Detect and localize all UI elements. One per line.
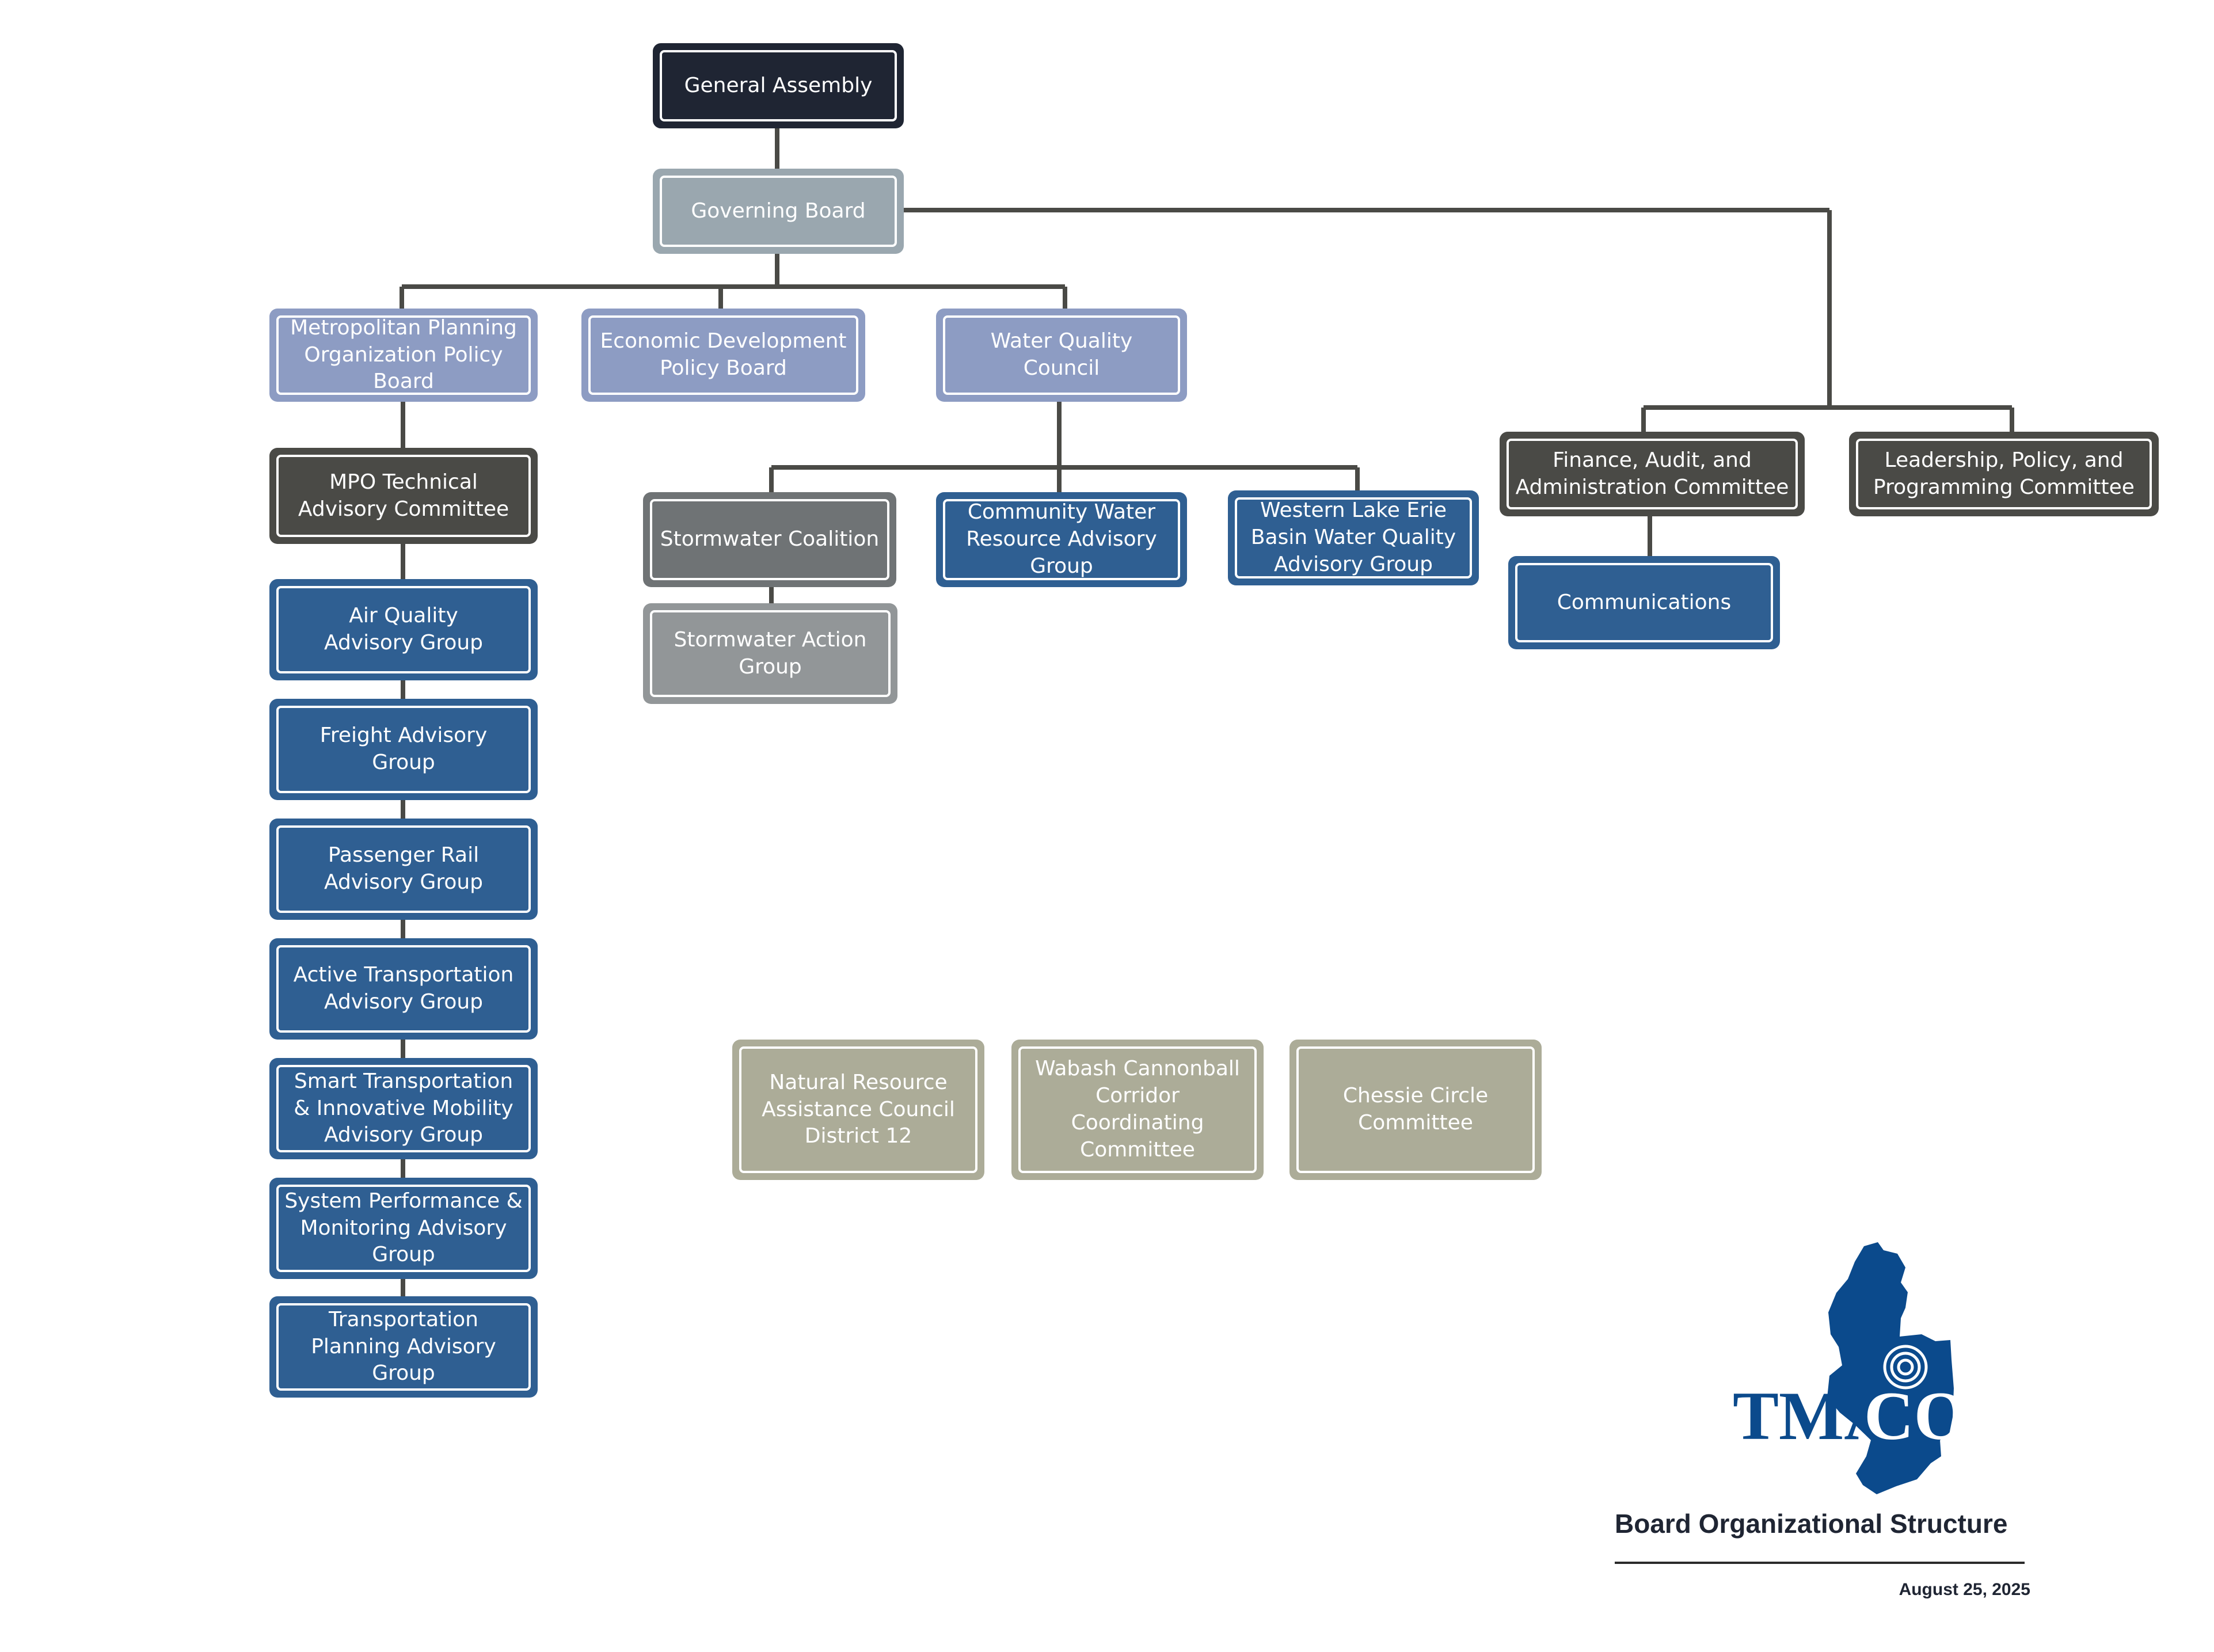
community-water-group-label: Community Water Resource Advisory Group <box>966 500 1157 578</box>
air-quality-group-box[interactable]: Air Quality Advisory Group <box>269 579 538 680</box>
diagram-date: August 25, 2025 <box>1899 1580 2030 1599</box>
communications-label: Communications <box>1557 590 1732 614</box>
mpo-policy-board-box[interactable]: Metropolitan Planning Organization Polic… <box>269 309 538 402</box>
econ-dev-board-box[interactable]: Economic Development Policy Board <box>581 309 865 402</box>
water-quality-council-label: Water Quality Council <box>990 329 1133 380</box>
mpo-technical-committee-label: MPO Technical Advisory Committee <box>298 470 509 521</box>
freight-group-box[interactable]: Freight Advisory Group <box>269 699 538 800</box>
general-assembly-label: General Assembly <box>684 73 873 97</box>
air-quality-group-label: Air Quality Advisory Group <box>324 604 484 654</box>
freight-group-label: Freight Advisory Group <box>319 724 488 774</box>
stormwater-coalition-label: Stormwater Coalition <box>660 527 880 551</box>
tmacog-logo: TMA COG <box>1733 1242 2021 1494</box>
stormwater-coalition-box[interactable]: Stormwater Coalition <box>643 492 896 587</box>
stormwater-action-group-label: Stormwater Action Group <box>674 627 867 679</box>
econ-dev-board-label: Economic Development Policy Board <box>600 329 847 380</box>
logo-text-left: TMA <box>1733 1377 1894 1454</box>
natural-resource-council-box[interactable]: Natural Resource Assistance Council Dist… <box>732 1040 984 1180</box>
active-transportation-group-label: Active Transportation Advisory Group <box>293 963 514 1014</box>
passenger-rail-group-box[interactable]: Passenger Rail Advisory Group <box>269 819 538 920</box>
leadership-committee-box[interactable]: Leadership, Policy, and Programming Comm… <box>1849 432 2159 516</box>
western-lake-erie-group-label: Western Lake Erie Basin Water Quality Ad… <box>1250 498 1456 576</box>
diagram-title: Board Organizational Structure <box>1615 1509 2008 1539</box>
community-water-group-box[interactable]: Community Water Resource Advisory Group <box>936 492 1187 587</box>
mpo-policy-board-label: Metropolitan Planning Organization Polic… <box>290 315 517 394</box>
wabash-cannonball-committee-label: Wabash Cannonball Corridor Coordinating … <box>1035 1057 1240 1162</box>
governing-board-label: Governing Board <box>691 199 866 223</box>
governing-board-box[interactable]: Governing Board <box>653 169 904 254</box>
active-transportation-group-box[interactable]: Active Transportation Advisory Group <box>269 938 538 1040</box>
system-performance-group-box[interactable]: System Performance & Monitoring Advisory… <box>269 1178 538 1279</box>
natural-resource-council-label: Natural Resource Assistance Council Dist… <box>762 1070 955 1148</box>
transportation-planning-group-box[interactable]: Transportation Planning Advisory Group <box>269 1296 538 1398</box>
system-performance-group-label: System Performance & Monitoring Advisory… <box>284 1189 523 1267</box>
water-quality-council-box[interactable]: Water Quality Council <box>936 309 1187 402</box>
smart-transportation-group-label: Smart Transportation & Innovative Mobili… <box>294 1069 513 1147</box>
western-lake-erie-group-box[interactable]: Western Lake Erie Basin Water Quality Ad… <box>1228 490 1479 585</box>
finance-committee-label: Finance, Audit, and Administration Commi… <box>1515 448 1789 499</box>
chessie-circle-committee-label: Chessie Circle Committee <box>1342 1084 1489 1135</box>
finance-committee-box[interactable]: Finance, Audit, and Administration Commi… <box>1500 432 1805 516</box>
logo-text-right: COG <box>1864 1377 2021 1454</box>
transportation-planning-group-label: Transportation Planning Advisory Group <box>311 1307 496 1385</box>
chessie-circle-committee-box[interactable]: Chessie Circle Committee <box>1289 1040 1542 1180</box>
mpo-technical-committee-box[interactable]: MPO Technical Advisory Committee <box>269 448 538 544</box>
smart-transportation-group-box[interactable]: Smart Transportation & Innovative Mobili… <box>269 1058 538 1159</box>
wabash-cannonball-committee-box[interactable]: Wabash Cannonball Corridor Coordinating … <box>1011 1040 1264 1180</box>
stormwater-action-group-box[interactable]: Stormwater Action Group <box>643 603 897 704</box>
title-divider <box>1615 1562 2025 1564</box>
communications-box[interactable]: Communications <box>1508 556 1780 649</box>
passenger-rail-group-label: Passenger Rail Advisory Group <box>324 843 484 894</box>
general-assembly-box[interactable]: General Assembly <box>653 43 904 128</box>
leadership-committee-label: Leadership, Policy, and Programming Comm… <box>1873 448 2135 499</box>
